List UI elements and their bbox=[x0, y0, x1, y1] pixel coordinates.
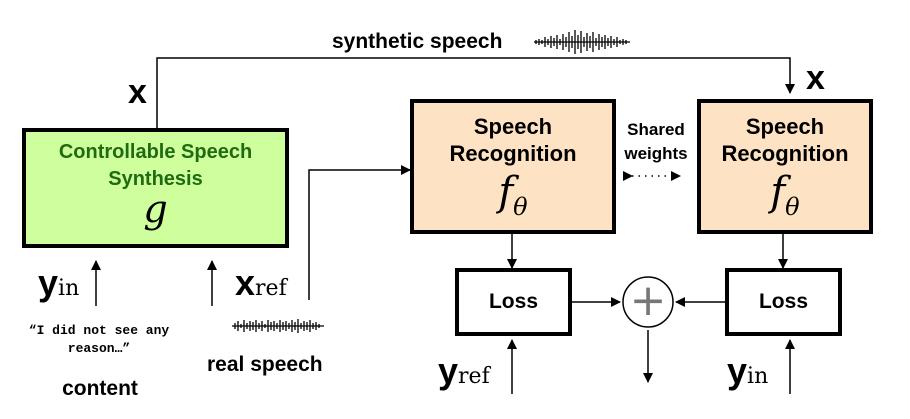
x-ref-label: xref bbox=[235, 262, 287, 303]
recognizer-right-title: Speech Recognition bbox=[721, 114, 849, 166]
waveform-icon bbox=[232, 319, 324, 333]
synthetic-speech-label: synthetic speech bbox=[332, 30, 503, 53]
loss-box-left: Loss bbox=[455, 268, 572, 336]
content-quote: “I did not see any reason…” bbox=[28, 323, 170, 356]
loss-right-label: Loss bbox=[758, 290, 808, 313]
loss-box-right: Loss bbox=[725, 268, 842, 336]
speech-recognizer-right: Speech Recognition fθ bbox=[697, 99, 873, 234]
real-speech-label: real speech bbox=[207, 353, 323, 376]
synthesis-box: Controllable Speech Synthesis g bbox=[22, 128, 289, 248]
recognizer-left-symbol-sub: θ bbox=[513, 193, 528, 221]
y-ref-label: yref bbox=[438, 350, 490, 391]
synthesis-title: Controllable Speech Synthesis bbox=[58, 141, 253, 190]
synthesis-symbol: g bbox=[143, 187, 168, 231]
real-speech-line bbox=[308, 165, 411, 300]
speech-recognizer-left: Speech Recognition fθ bbox=[410, 99, 616, 234]
synthetic-speech-line bbox=[156, 57, 795, 128]
plus-icon: + bbox=[629, 275, 667, 326]
x-left-label: x bbox=[128, 73, 147, 111]
y-in-label: yin bbox=[38, 262, 80, 303]
recognizer-left-title: Speech Recognition bbox=[449, 114, 577, 166]
recognizer-right-symbol: f bbox=[770, 169, 786, 215]
shared-weights-label: Shared weights bbox=[624, 120, 688, 163]
recognizer-right-symbol-sub: θ bbox=[785, 193, 800, 221]
recognizer-left-symbol: f bbox=[498, 169, 514, 215]
x-right-label: x bbox=[806, 59, 825, 97]
content-label: content bbox=[62, 377, 138, 400]
y-in-right-label: yin bbox=[727, 350, 769, 391]
combine-circle bbox=[622, 276, 674, 328]
loss-left-label: Loss bbox=[488, 290, 538, 313]
waveform-icon bbox=[534, 30, 630, 54]
